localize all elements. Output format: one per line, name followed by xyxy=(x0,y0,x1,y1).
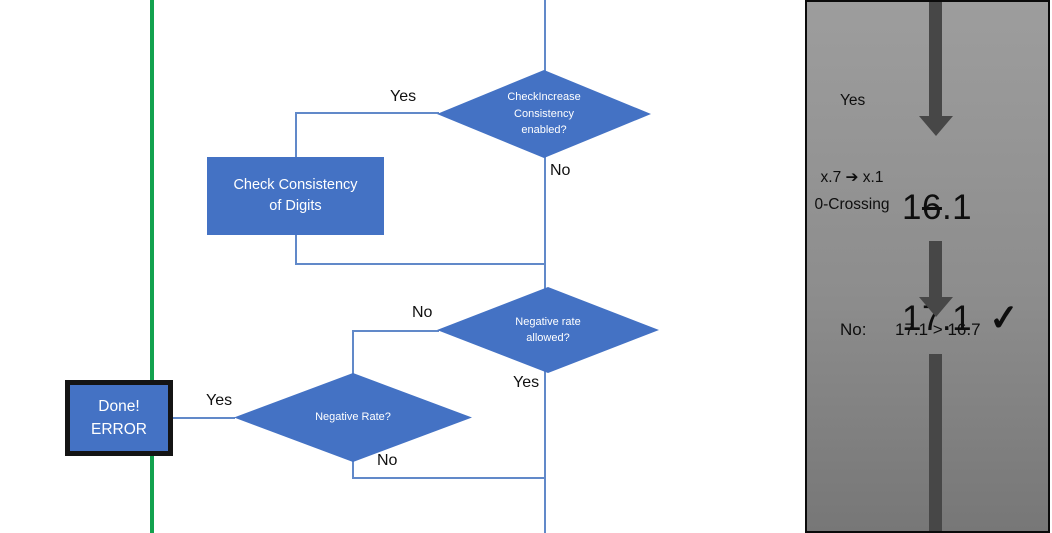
decision-negative-rate-allowed: Negative rate allowed? xyxy=(437,287,659,373)
process-check-consistency-label: Check Consistency of Digits xyxy=(233,176,358,214)
down-arrow-icon-1-head xyxy=(919,116,953,136)
connector-yes3-horizontal xyxy=(173,417,235,419)
decision-checkincrease-label: CheckIncrease Consistency enabled? xyxy=(507,91,581,137)
terminator-done-error: Done! ERROR xyxy=(65,380,173,456)
branch-label-yes-3: Yes xyxy=(206,392,233,409)
comparison-no-label: No: xyxy=(840,320,867,339)
connector-no2-horizontal xyxy=(352,330,439,332)
decision-negative-rate-label: Negative Rate? xyxy=(315,411,391,424)
side-panel: Yes x.7 ➔ x.1 0-Crossing 16.1 17.1 No: 1… xyxy=(805,0,1050,533)
down-arrow-icon-1-shaft xyxy=(929,2,942,117)
branch-label-no-1: No xyxy=(550,162,571,179)
connector-yes1-vertical xyxy=(295,112,297,158)
connector-no3-horizontal xyxy=(352,477,545,479)
branch-label-yes-2: Yes xyxy=(513,374,540,391)
process-check-consistency: Check Consistency of Digits xyxy=(207,157,384,235)
down-arrow-icon-2-head xyxy=(919,297,953,317)
connector-main-mid xyxy=(544,156,546,289)
connector-yes1-horizontal xyxy=(295,112,439,114)
struck-digit: 6 xyxy=(921,188,942,227)
branch-label-no-2: No xyxy=(412,304,433,321)
check-icon: ✓ xyxy=(987,295,1021,340)
down-arrow-icon-2-shaft xyxy=(929,241,942,298)
green-divider-line xyxy=(150,0,154,533)
panel-yes-label: Yes xyxy=(840,92,866,109)
old-value: 16.1 xyxy=(902,188,973,227)
connector-no3-vertical xyxy=(352,460,354,478)
connector-main-top xyxy=(544,0,546,72)
value-comparison-numbers: 16.1 17.1 xyxy=(902,152,972,337)
terminator-done-error-label: Done! ERROR xyxy=(91,397,147,438)
connector-main-bottom xyxy=(544,371,546,533)
decision-negative-rate: Negative Rate? xyxy=(234,373,472,462)
down-arrow-icon-3-shaft xyxy=(929,354,942,531)
decision-checkincrease-consistency: CheckIncrease Consistency enabled? xyxy=(437,70,651,158)
branch-label-no-3: No xyxy=(377,452,398,469)
connector-rejoin-horizontal xyxy=(295,263,545,265)
decision-negative-rate-allowed-label: Negative rate allowed? xyxy=(515,315,581,345)
connector-no2-vertical xyxy=(352,330,354,374)
branch-label-yes-1: Yes xyxy=(390,88,417,105)
connector-process-down xyxy=(295,234,297,264)
comparison-expression: 17.1 > 16.7 xyxy=(895,320,981,339)
zero-crossing-note: x.7 ➔ x.1 0-Crossing xyxy=(814,169,890,214)
